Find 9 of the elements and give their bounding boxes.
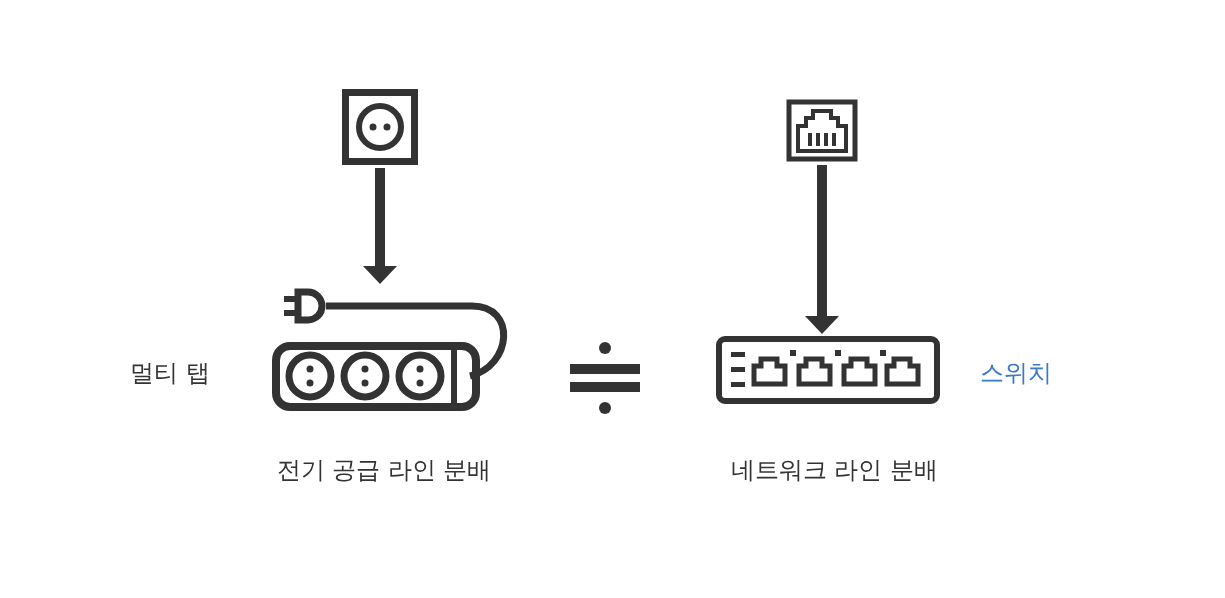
node-label: 전기 공급 라인 분배 xyxy=(276,455,492,485)
side-label: 멀티 탭 xyxy=(130,358,210,388)
arrow xyxy=(805,165,839,334)
network-switch-icon xyxy=(716,336,940,404)
node-label: 네트워크 라인 분배 xyxy=(730,455,938,485)
arrow xyxy=(363,168,397,284)
side-label: 스위치 xyxy=(980,358,1052,388)
network-jack-icon xyxy=(786,99,858,162)
wall-socket-icon xyxy=(342,89,418,165)
